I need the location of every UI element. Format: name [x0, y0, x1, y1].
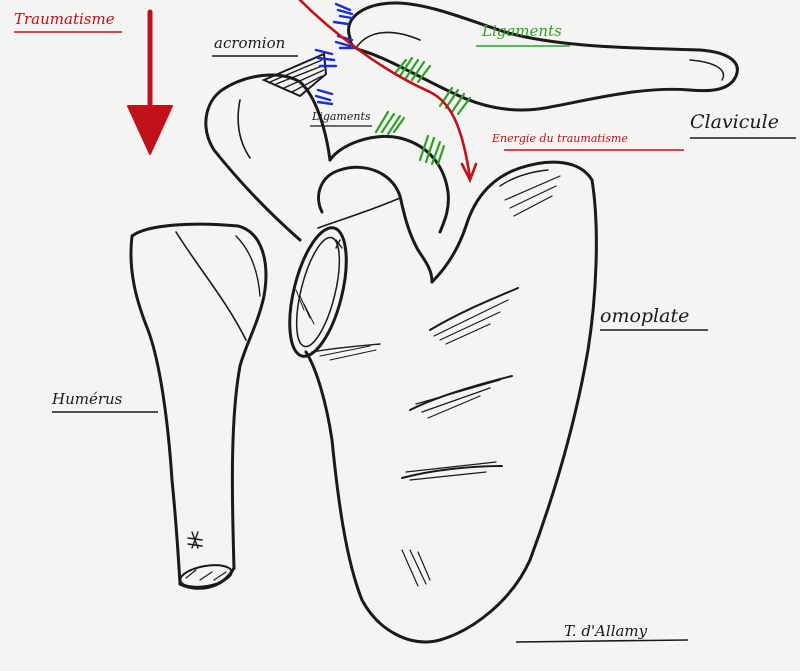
- acromioclavicular-ligament: [261, 52, 328, 98]
- trauma-arrow: [127, 9, 173, 155]
- label-energie: Energie du traumatisme: [491, 132, 628, 145]
- clavicle: [347, 1, 739, 112]
- green-ligament-marks: [374, 56, 472, 166]
- underline-signature: [515, 639, 689, 643]
- signature: T. d'Allamy: [564, 622, 648, 640]
- label-humerus: Humérus: [51, 390, 123, 408]
- label-clavicule: Clavicule: [690, 111, 779, 133]
- humerus: [129, 222, 268, 590]
- label-ligaments-top: Ligaments: [481, 22, 562, 40]
- label-traumatisme: Traumatisme: [14, 10, 115, 28]
- scapula: [204, 73, 598, 644]
- label-acromion: acromion: [214, 34, 285, 52]
- labels: Traumatisme acromion Ligaments Ligaments…: [14, 10, 796, 643]
- energy-arrow: [298, 0, 478, 184]
- label-omoplate: omoplate: [600, 305, 689, 327]
- label-ligaments-small: Ligaments: [311, 110, 371, 123]
